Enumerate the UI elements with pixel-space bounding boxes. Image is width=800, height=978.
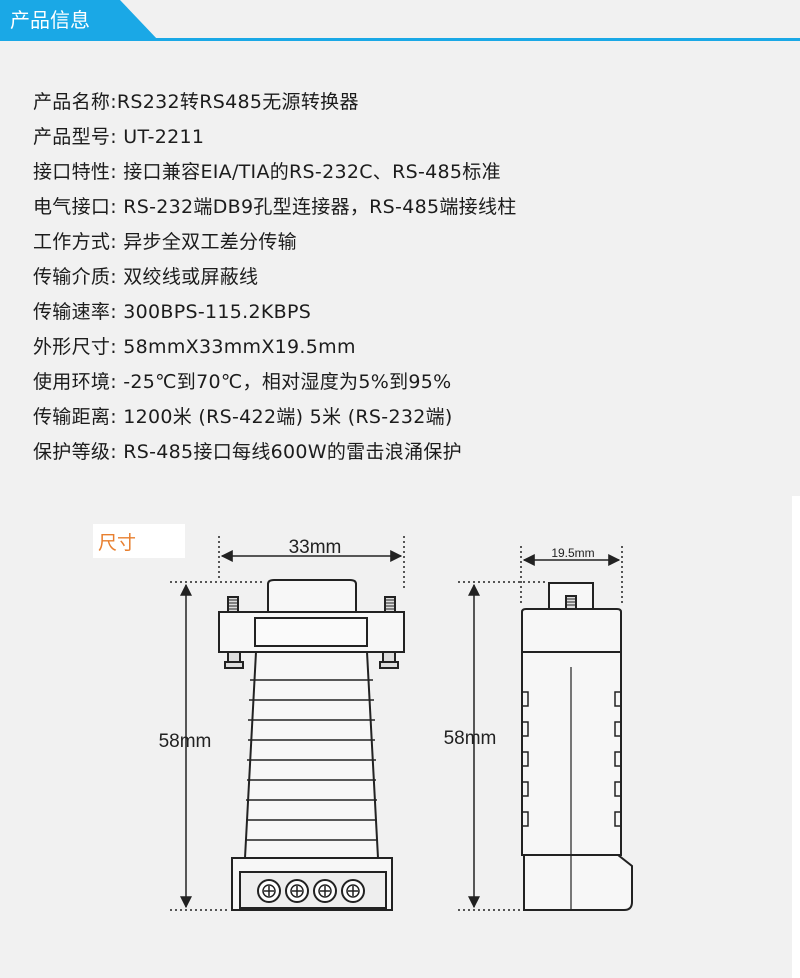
section-title: 产品信息 xyxy=(10,8,90,32)
spec-environment: 使用环境: -25℃到70℃，相对湿度为5%到95% xyxy=(33,371,452,393)
side-view xyxy=(521,582,633,911)
spec-size: 外形尺寸: 58mmX33mmX19.5mm xyxy=(33,336,356,358)
right-edge-strip xyxy=(792,496,800,978)
front-height-label: 58mm xyxy=(159,731,212,752)
side-height-label: 58mm xyxy=(444,728,497,749)
dimension-label-box: 尺寸 xyxy=(93,524,185,558)
side-dimensions xyxy=(458,546,623,911)
spec-distance: 传输距离: 1200米 (RS-422端) 5米 (RS-232端) xyxy=(33,406,453,428)
side-width-label: 19.5mm xyxy=(551,546,594,560)
front-dimensions xyxy=(170,536,405,911)
spec-medium: 传输介质: 双绞线或屏蔽线 xyxy=(33,266,259,288)
section-header: 产品信息 xyxy=(0,0,800,42)
spec-product-name: 产品名称:RS232转RS485无源转换器 xyxy=(33,91,359,113)
header-divider xyxy=(0,38,800,41)
spec-rate: 传输速率: 300BPS-115.2KBPS xyxy=(33,301,312,323)
front-view xyxy=(218,579,405,911)
front-width-label: 33mm xyxy=(289,537,342,558)
spec-model: 产品型号: UT-2211 xyxy=(33,126,205,148)
spec-work-mode: 工作方式: 异步全双工差分传输 xyxy=(33,231,297,253)
spec-interface: 接口特性: 接口兼容EIA/TIA的RS-232C、RS-485标准 xyxy=(33,161,501,183)
spec-electrical: 电气接口: RS-232端DB9孔型连接器，RS-485端接线柱 xyxy=(33,196,517,218)
spec-protection: 保护等级: RS-485接口每线600W的雷击浪涌保护 xyxy=(33,441,462,463)
dimension-section-label: 尺寸 xyxy=(98,532,137,554)
spec-list: 产品名称:RS232转RS485无源转换器 产品型号: UT-2211 接口特性… xyxy=(33,85,517,470)
